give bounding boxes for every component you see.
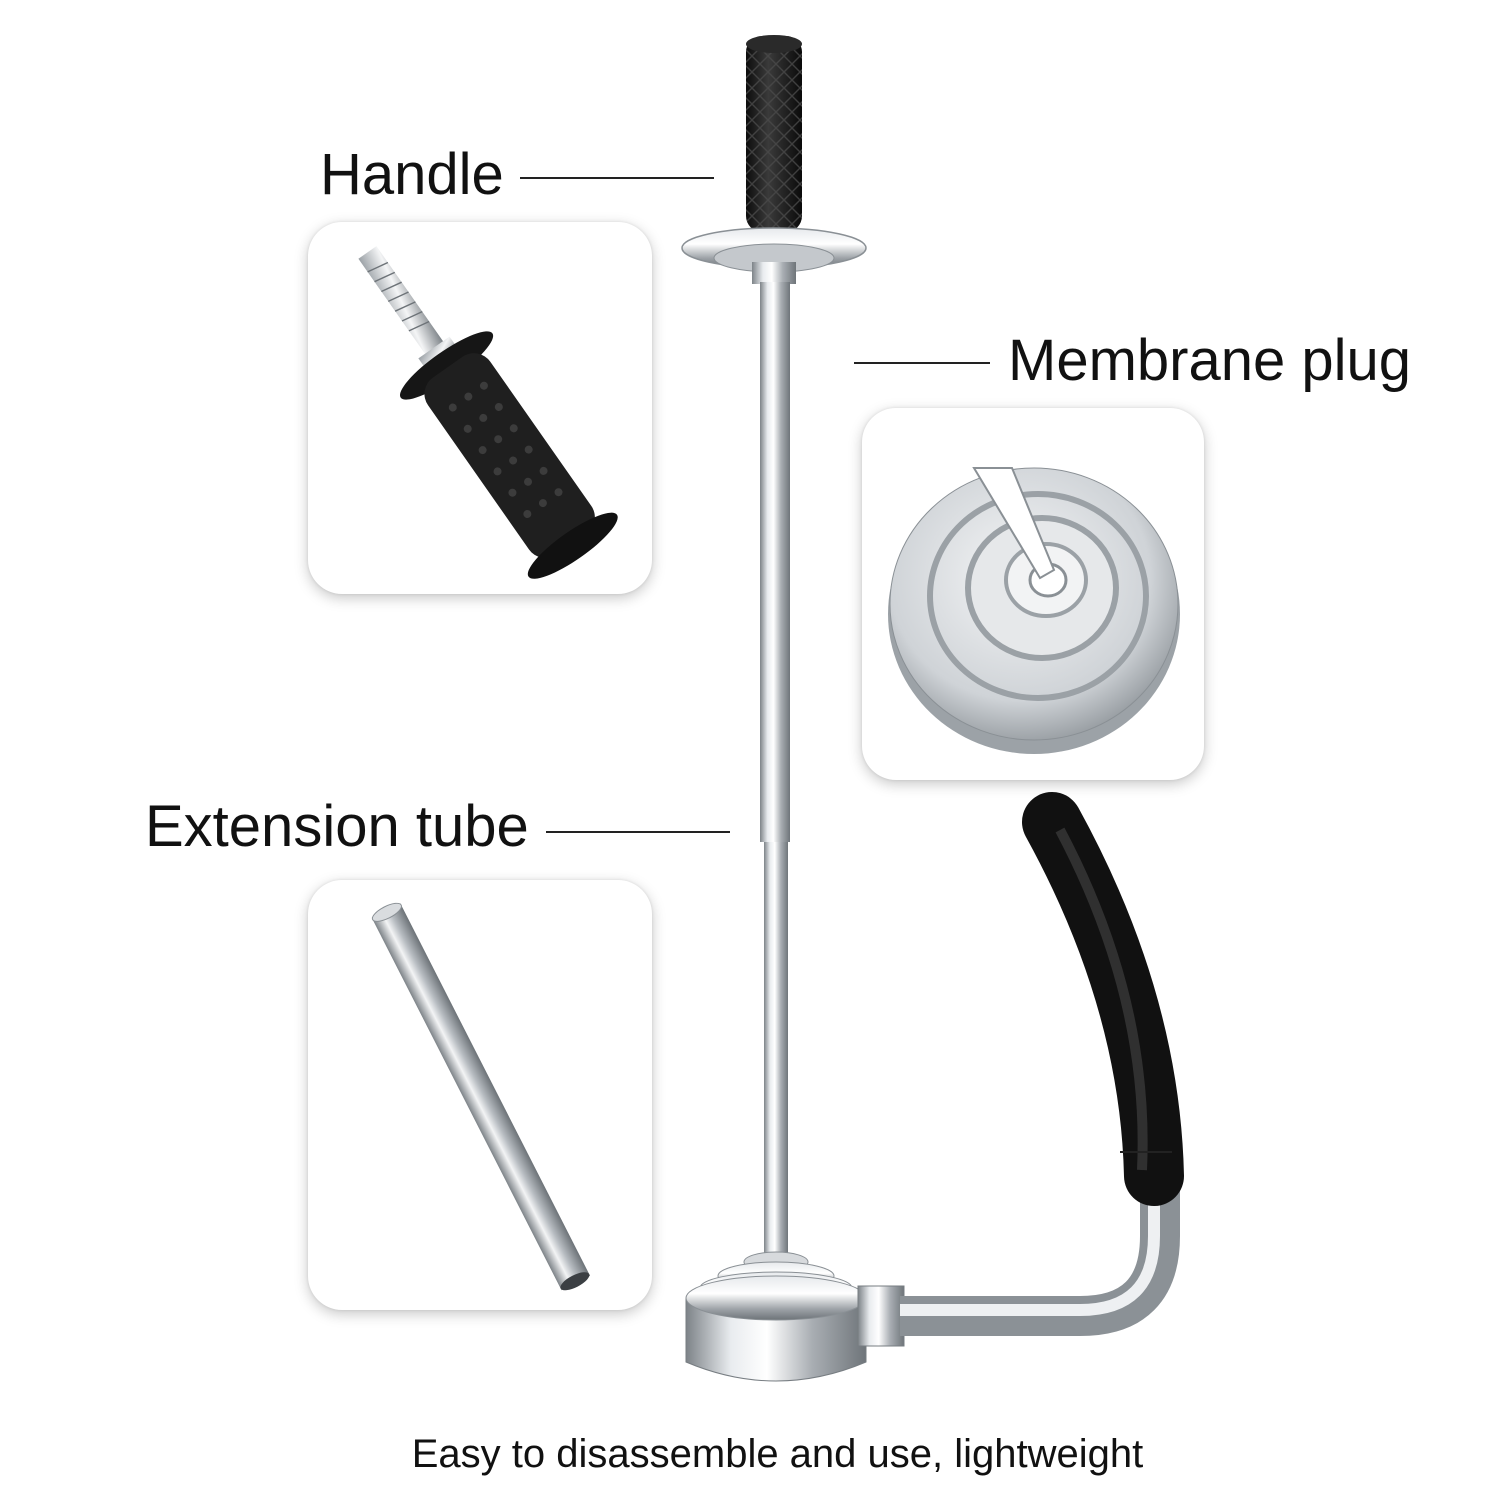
leader-line-handle (520, 177, 714, 179)
bottom-hub (685, 1251, 867, 1382)
side-handle (857, 792, 1184, 1347)
label-extension-tube: Extension tube (145, 794, 529, 859)
top-handle (746, 35, 802, 232)
extension-tube-detail-card (308, 880, 652, 1310)
caption: Easy to disassemble and use, lightweight (411, 1432, 1144, 1476)
label-membrane-plug: Membrane plug (1008, 328, 1411, 393)
top-flange (681, 227, 867, 284)
leader-line-extension-tube (546, 831, 730, 833)
extension-tube-icon (371, 902, 591, 1291)
handle-grip-icon (358, 246, 618, 579)
leader-line-membrane-plug (854, 362, 990, 364)
main-shaft (760, 282, 790, 842)
lower-shaft (764, 842, 788, 1262)
membrane-plug-icon (888, 467, 1180, 754)
handle-detail-card (308, 222, 652, 594)
label-handle: Handle (320, 142, 504, 207)
membrane-plug-detail-card (862, 408, 1204, 780)
